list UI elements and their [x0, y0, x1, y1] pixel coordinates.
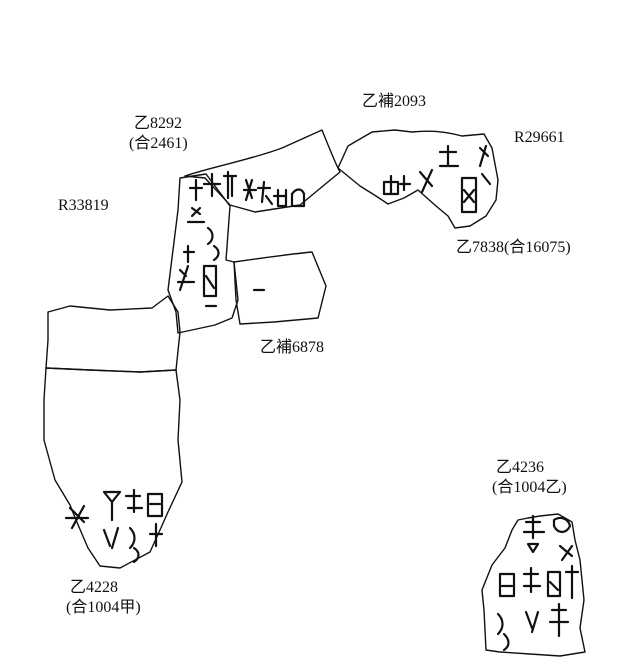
label-r29661: R29661: [514, 129, 565, 146]
label-yi-bu-2093: 乙補2093: [362, 93, 427, 110]
label-yi-bu-6878: 乙補6878: [260, 339, 325, 356]
label-he-1004-jia: (合1004甲): [66, 599, 141, 616]
inscription-glyphs: [64, 144, 580, 652]
label-he-2461: (合2461): [129, 135, 188, 152]
glyphs-yi-4236: [496, 514, 580, 652]
label-he-1004-yi: (合1004乙): [492, 479, 567, 496]
fragment-yi-8292: [184, 129, 341, 213]
glyphs-yi-8292: [202, 170, 306, 208]
fragment-yi-4228: [43, 367, 183, 569]
glyphs-r33819: [176, 178, 266, 308]
label-yi-7838: 乙7838(合16075): [456, 239, 571, 256]
fragment-middle-piece: [45, 295, 181, 373]
fragment-r33819: [167, 173, 239, 334]
glyphs-yi-4228: [64, 488, 164, 564]
fragment-yi-4236: [481, 513, 586, 657]
label-r33819: R33819: [58, 197, 109, 214]
glyphs-yi-7838: [382, 144, 492, 214]
label-yi-4236: 乙4236: [496, 459, 545, 476]
fragment-outlines: [43, 129, 586, 657]
fragment-yi-bu-2093: [337, 129, 499, 229]
fragment-yi-bu-6878: [233, 251, 327, 325]
label-yi-4228: 乙4228: [70, 579, 119, 596]
label-yi-8292: 乙8292: [134, 115, 183, 132]
